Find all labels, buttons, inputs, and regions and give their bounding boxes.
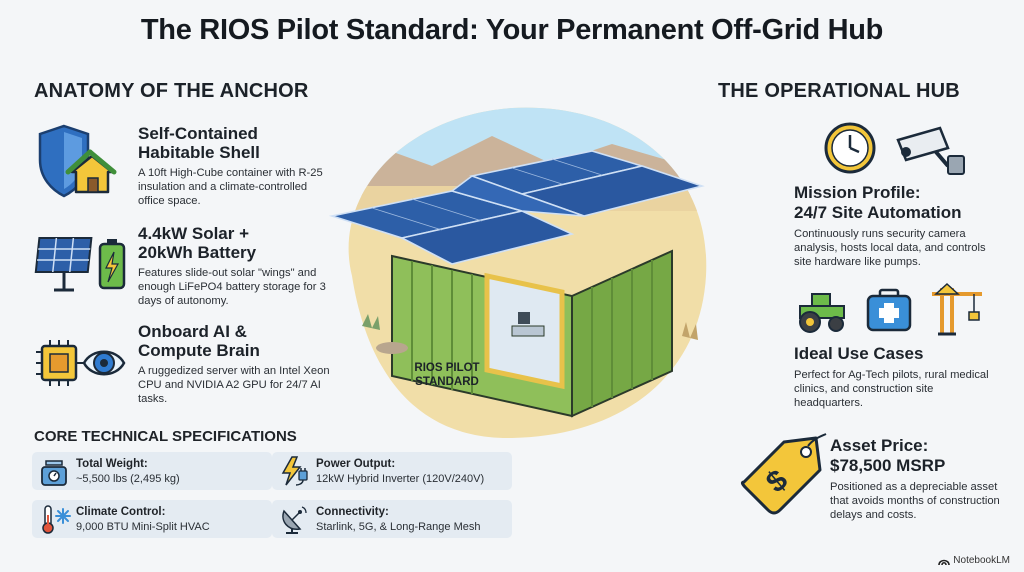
spec-weight: Total Weight: ~5,500 lbs (2,495 kg) <box>32 452 272 490</box>
spec-label: Connectivity: <box>316 506 389 518</box>
hero-label: RIOS PILOT STANDARD <box>397 361 497 389</box>
clock-icon <box>824 122 876 174</box>
left-section-heading: ANATOMY OF THE ANCHOR <box>34 80 309 102</box>
hero-label-line2: STANDARD <box>415 376 479 388</box>
medical-kit-icon <box>866 288 912 332</box>
container-illustration <box>328 107 707 439</box>
use-cases-body: Perfect for Ag-Tech pilots, rural medica… <box>794 369 989 409</box>
specs-heading: CORE TECHNICAL SPECIFICATIONS <box>34 428 297 445</box>
chip-eye-icon <box>36 340 126 386</box>
scale-icon <box>41 460 67 486</box>
price-title-line2: $78,500 MSRP <box>830 456 946 475</box>
mission-title-line1: Mission Profile: <box>794 183 921 202</box>
mission-body: Continuously runs security camera analys… <box>794 228 986 268</box>
brand-label: NotebookLM <box>953 555 1010 566</box>
page-title: The RIOS Pilot Standard: Your Permanent … <box>140 14 884 46</box>
spec-value: 12kW Hybrid Inverter (120V/240V) <box>316 473 485 485</box>
spec-value: Starlink, 5G, & Long-Range Mesh <box>316 521 481 533</box>
feature-compute: Onboard AI & Compute Brain A ruggedized … <box>34 322 334 412</box>
lightning-plug-icon <box>281 456 308 486</box>
feature-title-line1: 4.4kW Solar + <box>138 224 250 243</box>
price-title-line1: Asset Price: <box>830 436 929 455</box>
brand-watermark: NotebookLM <box>938 555 1010 566</box>
spec-label: Power Output: <box>316 458 396 470</box>
feature-shell: Self-Contained Habitable Shell A 10ft Hi… <box>34 122 334 212</box>
hero-label-line1: RIOS PILOT <box>414 362 480 374</box>
spec-label: Total Weight: <box>76 458 148 470</box>
ideal-use-cases: Ideal Use Cases Perfect for Ag-Tech pilo… <box>794 344 1004 410</box>
security-camera-icon <box>896 126 965 175</box>
spec-value: ~5,500 lbs (2,495 kg) <box>76 473 180 485</box>
feature-title-line1: Onboard AI & <box>138 322 247 341</box>
feature-title-line2: 20kWh Battery <box>138 243 257 262</box>
spec-label: Climate Control: <box>76 506 166 518</box>
mission-title-line2: 24/7 Site Automation <box>794 203 962 222</box>
price-body: Positioned as a depreciable asset that a… <box>830 481 1000 521</box>
spec-climate: Climate Control: 9,000 BTU Mini-Split HV… <box>32 500 272 538</box>
feature-body: A 10ft High-Cube container with R-25 ins… <box>138 167 323 207</box>
mission-profile: Mission Profile: 24/7 Site Automation Co… <box>794 183 1004 269</box>
right-section-heading: THE OPERATIONAL HUB <box>718 80 960 102</box>
spec-value: 9,000 BTU Mini-Split HVAC <box>76 521 210 533</box>
thermometer-snowflake-icon <box>42 505 71 534</box>
feature-title-line2: Habitable Shell <box>138 143 260 162</box>
shield-house-icon <box>38 124 117 198</box>
asset-price: Asset Price: $78,500 MSRP Positioned as … <box>830 436 1010 522</box>
feature-title-line2: Compute Brain <box>138 341 260 360</box>
spec-connectivity: Connectivity: Starlink, 5G, & Long-Range… <box>272 500 512 538</box>
feature-title-line1: Self-Contained <box>138 124 258 143</box>
spec-power: Power Output: 12kW Hybrid Inverter (120V… <box>272 452 512 490</box>
notebooklm-logo-icon <box>938 559 951 565</box>
feature-solar: 4.4kW Solar + 20kWh Battery Features sli… <box>34 224 334 314</box>
satellite-dish-icon <box>282 506 307 534</box>
tractor-icon <box>799 293 845 333</box>
price-tag-icon: $ <box>740 433 827 515</box>
solar-battery-icon <box>34 237 126 292</box>
feature-body: Features slide-out solar "wings" and eno… <box>138 267 326 307</box>
crane-icon <box>932 282 982 336</box>
feature-body: A ruggedized server with an Intel Xeon C… <box>138 365 330 405</box>
use-cases-title: Ideal Use Cases <box>794 344 924 363</box>
